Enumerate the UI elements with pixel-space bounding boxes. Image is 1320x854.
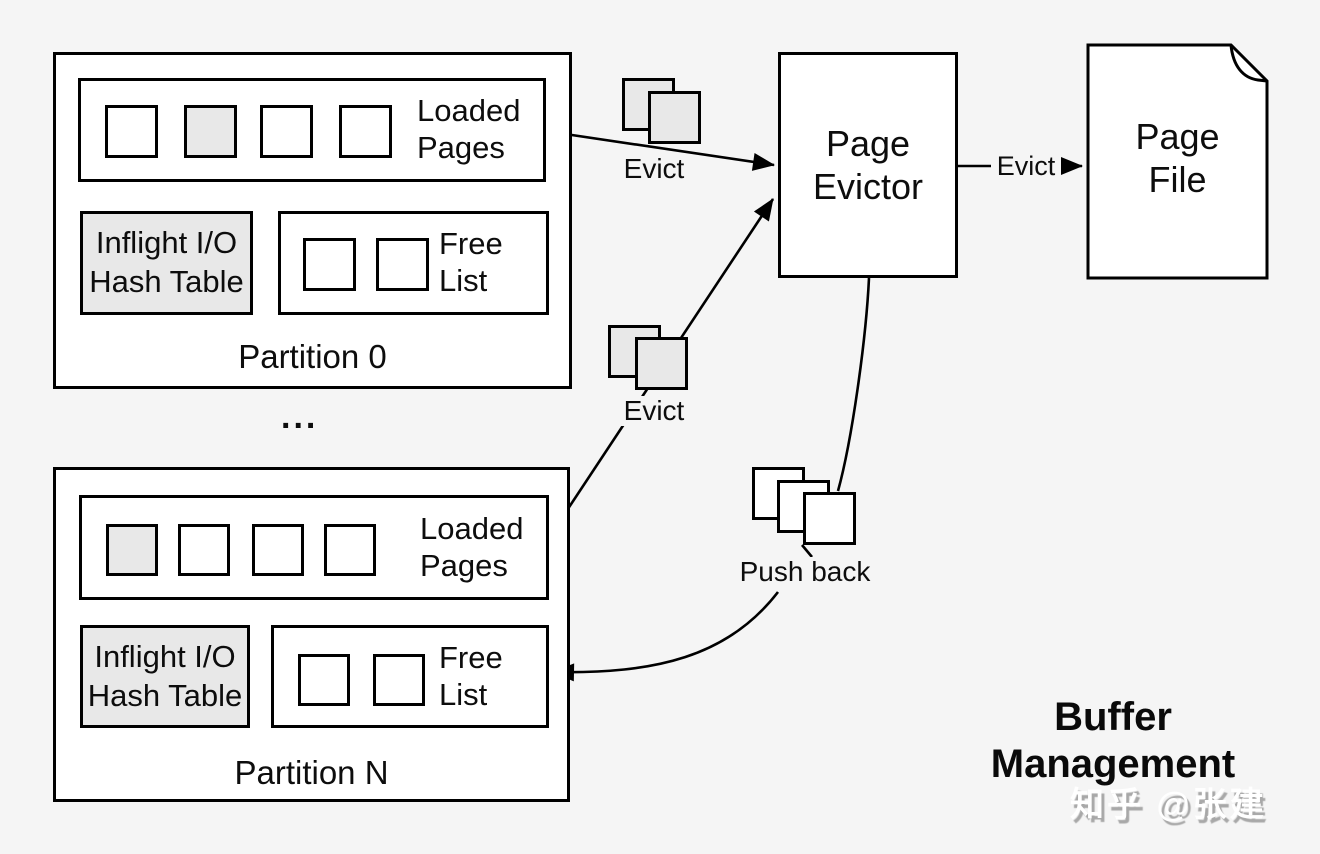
zhihu-watermark: 知乎 @张建 (1070, 786, 1267, 824)
evict-label-to-file: Evict (991, 152, 1061, 181)
partitions-ellipsis: ... (281, 398, 319, 436)
edge-pushback-to-freelist (552, 591, 780, 682)
partition-n-inflight-hash-table: Inflight I/O Hash Table (80, 625, 250, 728)
free-slot (298, 654, 350, 706)
free-slot (376, 238, 429, 291)
free-list-label: Free List (439, 226, 503, 298)
page-slot (105, 105, 158, 158)
page-slot (178, 524, 230, 576)
pushback-leader-tick (801, 544, 813, 558)
free-slot (303, 238, 356, 291)
page-slot (324, 524, 376, 576)
evict-label-mid: Evict (612, 396, 696, 426)
stacked-page (803, 492, 856, 545)
partition-n-title: Partition N (234, 754, 389, 791)
loaded-pages-label: Loaded Pages (420, 510, 524, 583)
page-slot-shaded (184, 105, 237, 158)
partition-n-box: Loaded Pages Inflight I/O Hash Table Fre… (53, 467, 570, 802)
partition-n-loaded-pages-box: Loaded Pages (79, 495, 549, 600)
partition-0-title: Partition 0 (238, 338, 387, 375)
free-list-label: Free List (439, 639, 503, 712)
partition-0-free-list-box: Free List (278, 211, 549, 315)
page-file-shape (1086, 43, 1269, 280)
partition-0-loaded-pages-box: Loaded Pages (78, 78, 546, 182)
partition-n-free-list-box: Free List (271, 625, 549, 728)
free-slot (373, 654, 425, 706)
page-slot (339, 105, 392, 158)
diagram-title: Buffer Management (990, 695, 1236, 786)
edge-evict-partition0 (544, 129, 775, 171)
evict-label-top: Evict (623, 153, 685, 184)
page-slot (260, 105, 313, 158)
page-slot (252, 524, 304, 576)
partition-0-box: Loaded Pages Inflight I/O Hash Table Fre… (53, 52, 572, 389)
partition-0-inflight-hash-table: Inflight I/O Hash Table (80, 211, 253, 315)
stacked-page (648, 91, 701, 144)
edge-evictor-to-pushback (836, 277, 871, 492)
page-file-label: Page File (1135, 115, 1220, 200)
page-slot-shaded (106, 524, 158, 576)
loaded-pages-label: Loaded Pages (417, 93, 521, 165)
push-back-label: Push back (733, 557, 877, 587)
stacked-page (635, 337, 688, 390)
page-evictor-box: Page Evictor (778, 52, 958, 278)
